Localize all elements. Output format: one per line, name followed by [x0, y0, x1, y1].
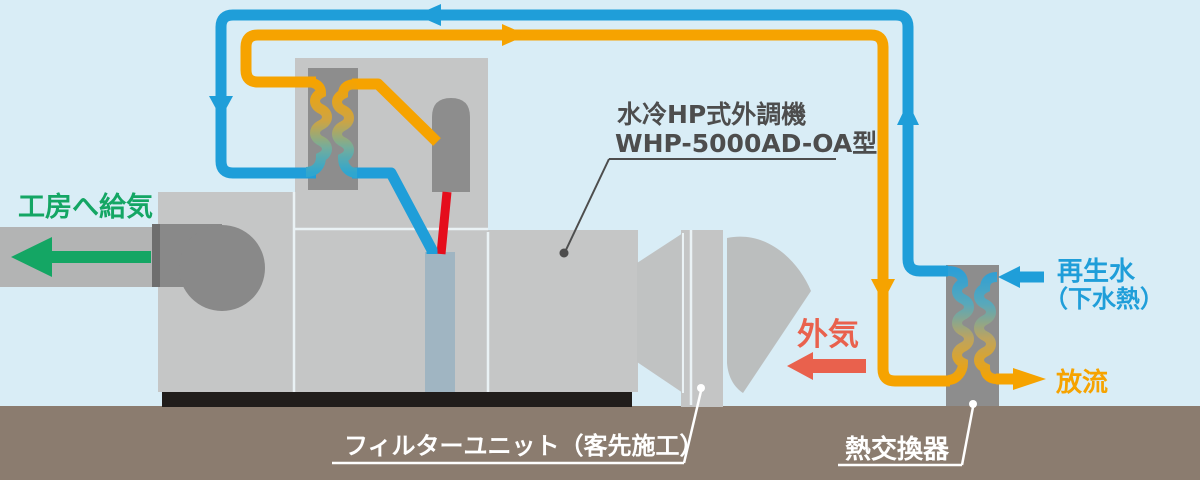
- filter-unit-label: フィルターユニット（客先施工）: [344, 432, 704, 460]
- arrow-up-icon: [897, 102, 919, 125]
- machine-base: [162, 392, 632, 407]
- exchanger-label-leader-dot: [969, 400, 977, 408]
- main-body: [295, 230, 638, 392]
- arrow-left-icon: [998, 266, 1020, 288]
- discharge-label: 放流: [1055, 367, 1108, 398]
- arrow-right-icon: [502, 24, 527, 46]
- reclaimed-water-sub-label: （下水熱）: [1044, 285, 1164, 313]
- water-supply-pipe-orange: [240, 29, 950, 387]
- arrow-down-icon: [209, 96, 233, 118]
- supply-air-label: 工房へ給気: [18, 191, 153, 223]
- unit-model-label: WHP-5000AD-OA型: [615, 129, 877, 158]
- internal-coil-waves: [305, 77, 358, 178]
- filter-unit-slab: [681, 230, 723, 407]
- arrow-left-icon: [416, 4, 441, 26]
- cooling-coil-bar: [425, 252, 455, 392]
- heat-exchanger-label: 熱交換器: [845, 434, 950, 465]
- outside-air-label: 外気: [797, 317, 859, 353]
- exchanger-wave-reclaimed-circuit: [974, 272, 998, 384]
- outside-air-arrow-icon: [787, 352, 866, 380]
- coil-wave-water: [305, 77, 332, 177]
- exchanger-label-leader-line: [960, 406, 975, 466]
- ground: [0, 406, 1200, 480]
- unit-label-leader-line: [564, 158, 610, 253]
- filter-label-leader-line: [682, 390, 703, 464]
- duct-flange: [152, 224, 160, 287]
- coil-wave-refrigerant: [332, 79, 358, 178]
- unit-name-label: 水冷HP式外調機: [617, 100, 806, 129]
- exchanger-coil-waves: [947, 266, 998, 385]
- arrow-right-icon: [1013, 368, 1046, 390]
- outlet-cone: [637, 233, 683, 393]
- arrow-down-icon: [871, 279, 895, 302]
- exchanger-wave-machine-circuit: [947, 266, 974, 385]
- coil-to-evaporator-line-blue: [352, 167, 438, 256]
- fan-scroll-circle: [179, 225, 265, 311]
- supply-air-arrow-icon: [11, 237, 151, 277]
- refrigerant-line-red: [436, 191, 452, 255]
- coil-to-compressor-line-orange: [352, 78, 441, 146]
- filter-label-leader-dot: [697, 384, 705, 392]
- compressor: [432, 98, 470, 192]
- intake-hood: [727, 236, 811, 393]
- reclaimed-water-label: 再生水: [1057, 257, 1136, 287]
- unit-label-leader-dot: [559, 248, 569, 258]
- water-return-pipe-blue: [215, 9, 948, 277]
